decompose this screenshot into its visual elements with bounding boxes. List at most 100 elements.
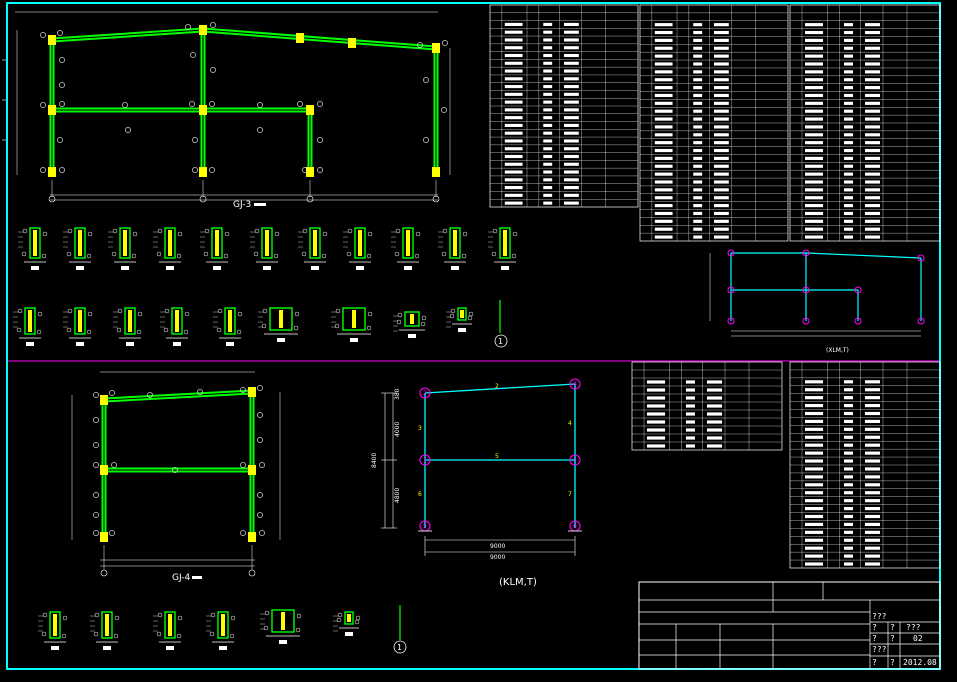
detail-callout xyxy=(254,228,260,234)
detail-callout xyxy=(37,311,43,317)
detail-stiffener xyxy=(279,310,283,328)
table-cell-text xyxy=(693,86,703,90)
table-cell-text xyxy=(564,131,579,135)
table-cell-text xyxy=(543,201,553,205)
bolt-callout xyxy=(317,167,323,173)
table-cell-text xyxy=(543,178,553,182)
detail-label-bar xyxy=(277,338,285,342)
member-label: 4 xyxy=(568,420,572,427)
detail-callout xyxy=(263,625,269,631)
table-cell-text xyxy=(865,514,880,519)
detail-label-bar xyxy=(311,266,319,270)
detail-callout xyxy=(111,251,117,257)
bolt-callout xyxy=(122,102,128,108)
table-cell-text xyxy=(543,131,553,135)
joint-plate xyxy=(432,43,440,53)
detail-column xyxy=(124,307,136,335)
detail-callout xyxy=(346,251,352,257)
table-cell-text xyxy=(693,235,703,239)
table-cell-text xyxy=(805,172,823,176)
bolt-callout xyxy=(59,101,65,107)
table-cell-text xyxy=(865,188,880,192)
table-cell-text xyxy=(543,139,553,143)
joint-plate xyxy=(306,105,314,115)
detail-callout xyxy=(347,228,353,234)
table-cell-text xyxy=(714,125,729,129)
table-cell-text xyxy=(714,70,729,74)
table-cell-text xyxy=(654,172,673,176)
detail-column xyxy=(211,227,223,259)
detail-callout xyxy=(116,327,122,333)
detail-stiffener xyxy=(347,614,351,622)
table-cell-text xyxy=(693,211,703,216)
table-cell-text xyxy=(714,133,729,137)
bolt-callout xyxy=(257,102,263,108)
detail-callout xyxy=(217,308,223,314)
tb-sheet-code: ??? xyxy=(906,623,921,632)
table-cell-text xyxy=(654,196,673,200)
table-cell-text xyxy=(714,62,729,66)
detail-stiffener xyxy=(53,614,57,636)
table-cell-text xyxy=(844,117,853,121)
table-cell-text xyxy=(543,46,553,50)
table-cell-text xyxy=(865,538,880,542)
table-cell-text xyxy=(805,62,823,66)
table-cell-text xyxy=(865,164,880,168)
table-cell-text xyxy=(714,109,729,113)
table-cell-text xyxy=(654,62,673,66)
table-cell-text xyxy=(564,193,579,197)
tb-field-3b: ? xyxy=(890,634,895,643)
detail-callout xyxy=(236,329,242,335)
detail-callout xyxy=(22,228,28,234)
connection-details-row-1 xyxy=(18,227,518,270)
table-cell-text xyxy=(686,380,695,384)
table-cell-text xyxy=(805,491,823,495)
member-centerline xyxy=(51,29,204,41)
detail-callout xyxy=(450,308,456,314)
table-cell-text xyxy=(844,38,853,42)
bolt-callout xyxy=(93,492,99,498)
table-cell-text xyxy=(647,420,665,424)
table-cell-text xyxy=(543,193,553,197)
detail-callout xyxy=(322,231,328,237)
table-cell-text xyxy=(844,506,853,511)
detail-stiffener xyxy=(313,230,317,256)
table-cell-text xyxy=(543,147,553,151)
detail-callout xyxy=(177,231,183,237)
table-cell-text xyxy=(564,162,579,166)
bolt-callout xyxy=(209,101,215,107)
table-cell-text xyxy=(805,196,823,200)
detail-label-bar xyxy=(404,266,412,270)
detail-callout xyxy=(136,329,142,335)
table-cell-text xyxy=(805,156,823,160)
model-upper-caption: (XLM,T) xyxy=(826,347,849,354)
table-cell-text xyxy=(865,459,880,463)
table-cell-text xyxy=(654,46,673,50)
detail-callout xyxy=(224,231,230,237)
table-cell-text xyxy=(844,133,853,137)
detail-callout xyxy=(294,311,300,317)
table-cell-text xyxy=(504,30,523,34)
bolt-callout xyxy=(109,390,115,396)
detail-callout xyxy=(293,325,299,331)
table-cell-text xyxy=(805,514,823,519)
detail-column xyxy=(457,307,467,321)
table-cell-text xyxy=(844,235,853,239)
table-cell-text xyxy=(805,211,823,216)
bolt-callout xyxy=(93,442,99,448)
joint-plate xyxy=(100,532,108,542)
table-cell-text xyxy=(564,108,579,112)
detail-mark-upper-text: 1 xyxy=(498,337,503,346)
table-cell-text xyxy=(844,388,853,392)
table-cell-text xyxy=(865,227,880,231)
detail-callout xyxy=(468,311,474,317)
detail-callout xyxy=(414,253,420,259)
table-cell-text xyxy=(805,475,823,479)
detail-stiffener xyxy=(33,230,37,256)
table-cell-text xyxy=(844,46,853,50)
grid-axis-bubble xyxy=(306,195,314,203)
table-cell-text xyxy=(865,427,880,431)
table-cell-text xyxy=(844,435,853,439)
detail-label-bar xyxy=(173,342,181,346)
table-cell-text xyxy=(693,117,703,121)
